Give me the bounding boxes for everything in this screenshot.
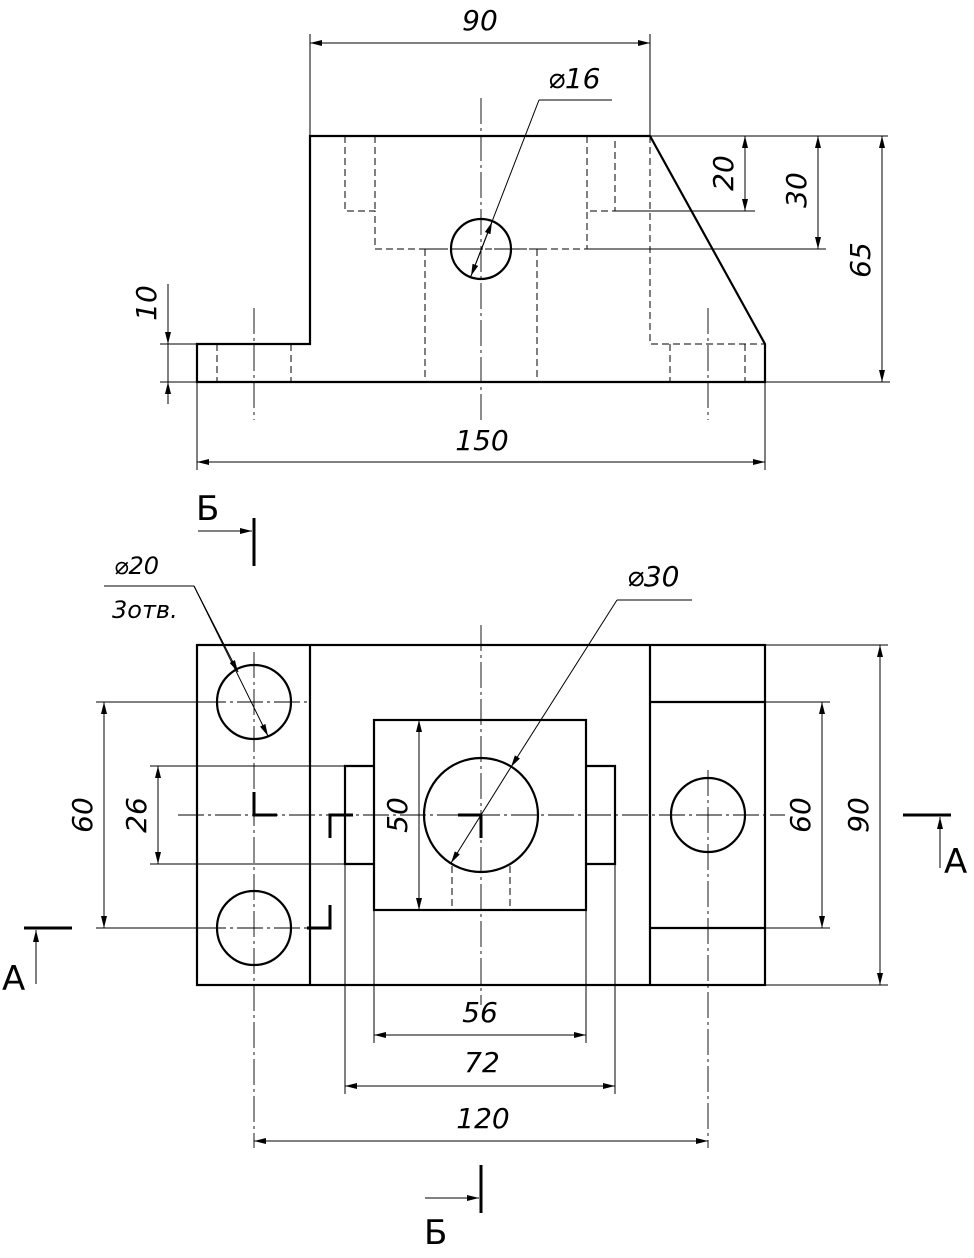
dim-front-150-label: 150 xyxy=(455,424,508,457)
dim-top-26-label: 26 xyxy=(120,797,153,833)
dim-front-150: 150 xyxy=(196,382,766,470)
dim-front-90-label: 90 xyxy=(462,4,498,37)
dim-front-65-label: 65 xyxy=(844,242,877,278)
dim-front-diam-16-label: ⌀16 xyxy=(548,62,601,95)
dim-top-72: 72 xyxy=(344,864,616,1094)
dim-top-120-label: 120 xyxy=(456,1102,509,1135)
front-view: 90 ⌀16 20 30 65 xyxy=(130,4,890,470)
section-letter-b-top: Б xyxy=(196,489,219,529)
dim-top-56-label: 56 xyxy=(462,996,498,1029)
dim-top-26: 26 xyxy=(120,765,345,865)
section-mark-b-top: Б xyxy=(196,489,256,566)
dim-front-30-label: 30 xyxy=(780,172,813,208)
dim-top-diam-30: ⌀30 xyxy=(450,560,692,864)
section-mark-a-right: А xyxy=(903,813,967,882)
section-mark-b-bottom: Б xyxy=(424,1165,483,1253)
dim-top-60-right: 60 xyxy=(765,701,830,929)
dim-top-diam-20: ⌀20 3отв. xyxy=(104,552,269,737)
dim-top-hole-count-label: 3отв. xyxy=(112,596,178,624)
section-mark-a-left: А xyxy=(2,926,72,999)
front-view-outline xyxy=(195,134,767,384)
dim-top-120: 120 xyxy=(254,1102,708,1144)
dim-top-56: 56 xyxy=(373,910,587,1043)
dim-top-72-label: 72 xyxy=(464,1046,500,1079)
dim-top-50: 50 xyxy=(381,720,422,910)
dim-top-90: 90 xyxy=(765,644,888,986)
dim-top-60-right-label: 60 xyxy=(784,797,817,833)
dim-front-10-label: 10 xyxy=(130,285,163,321)
section-letter-a-left: А xyxy=(2,959,25,999)
dim-top-50-label: 50 xyxy=(381,797,414,833)
section-trace-b xyxy=(252,792,483,930)
top-view-hidden-lines xyxy=(451,866,511,910)
section-letter-b-bottom: Б xyxy=(424,1213,447,1253)
dim-top-60-left: 60 xyxy=(66,701,217,929)
dim-top-60-left-label: 60 xyxy=(66,797,99,833)
front-view-center-lines xyxy=(253,98,709,420)
dim-front-65: 65 xyxy=(765,136,890,383)
dim-front-30: 30 xyxy=(587,136,826,250)
dim-front-20-label: 20 xyxy=(707,155,740,191)
section-letter-a-right: А xyxy=(944,842,967,882)
dim-front-10: 10 xyxy=(130,284,197,404)
dim-front-20: 20 xyxy=(615,135,888,212)
dim-top-diam-20-label: ⌀20 xyxy=(114,552,159,580)
top-view: ⌀20 3отв. ⌀30 60 26 50 xyxy=(66,552,888,1148)
dim-front-90: 90 xyxy=(309,4,651,136)
dim-top-diam-30-label: ⌀30 xyxy=(627,560,680,593)
dim-front-diam-16: ⌀16 xyxy=(470,62,612,277)
front-view-hidden-lines xyxy=(216,136,765,382)
dim-top-90-label: 90 xyxy=(842,797,875,833)
